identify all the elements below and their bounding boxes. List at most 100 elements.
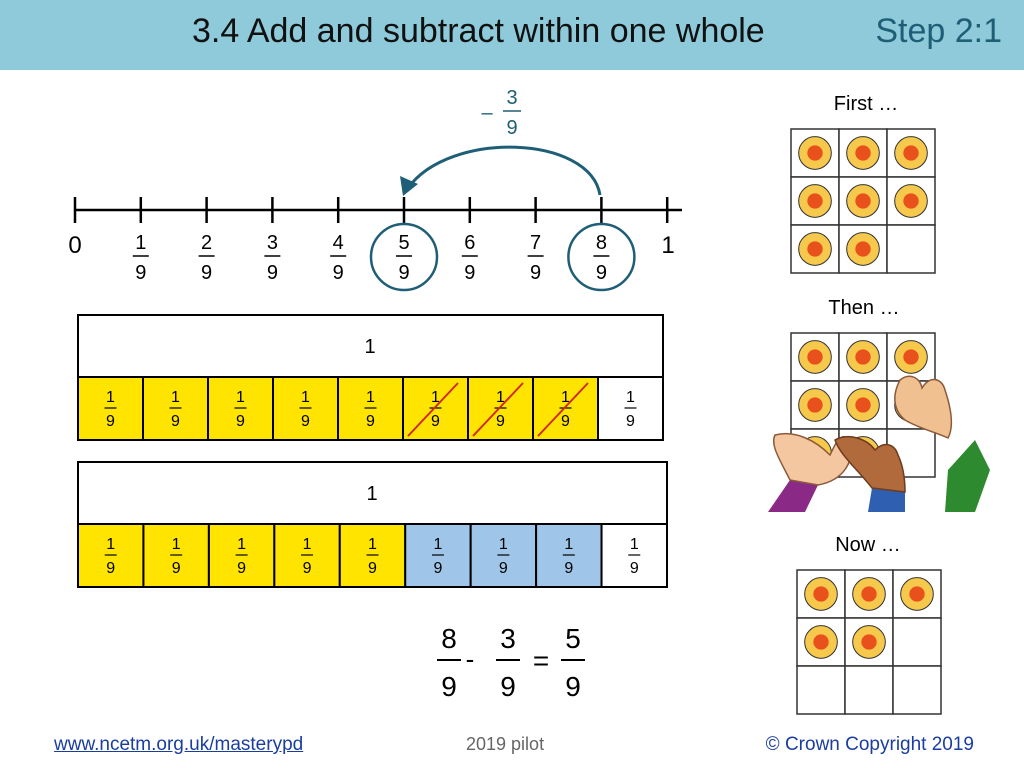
grid-cell: [886, 224, 936, 274]
hands-illustration: [768, 375, 990, 512]
jump-arrow: [406, 145, 602, 196]
part-numerator: 1: [106, 536, 115, 553]
arrow-head-icon: [400, 176, 418, 196]
tick-numerator: 7: [530, 232, 541, 254]
counter-center: [807, 241, 823, 257]
grid-cell: [796, 665, 846, 715]
tick-numerator: 6: [464, 232, 475, 254]
part-denominator: 9: [236, 413, 245, 430]
footer-link[interactable]: www.ncetm.org.uk/masterypd: [54, 734, 304, 755]
tick-denominator: 9: [201, 262, 212, 284]
jump-denominator: 9: [506, 117, 517, 139]
part-numerator: 1: [626, 389, 635, 406]
footer-pilot: 2019 pilot: [466, 734, 545, 754]
part-denominator: 9: [106, 413, 115, 430]
highlight-circle: [369, 222, 439, 292]
counter-center: [855, 145, 871, 161]
counter-center: [861, 634, 877, 650]
part-numerator: 1: [172, 536, 181, 553]
jump-sign: –: [481, 102, 493, 124]
part-denominator: 9: [301, 413, 310, 430]
eq-a-numerator: 8: [441, 623, 457, 654]
part-numerator: 1: [561, 389, 570, 406]
counter-center: [855, 193, 871, 209]
bar1-whole-label: 1: [364, 336, 375, 358]
then-label: Then …: [828, 297, 899, 319]
counter-center: [813, 586, 829, 602]
tick-numerator: 2: [201, 232, 212, 254]
tick-denominator: 9: [135, 262, 146, 284]
purple-sleeve: [768, 480, 818, 512]
tick-denominator: 9: [530, 262, 541, 284]
part-numerator: 1: [564, 536, 573, 553]
eq-a-denominator: 9: [441, 671, 457, 702]
tick-numerator: 3: [267, 232, 278, 254]
eq-c-denominator: 9: [565, 671, 581, 702]
highlight-circles: [369, 222, 636, 292]
tick-numerator: 8: [596, 232, 607, 254]
part-denominator: 9: [368, 560, 377, 577]
eq-minus: -: [466, 644, 475, 674]
tick-numerator: 1: [135, 232, 146, 254]
eq-b-denominator: 9: [500, 671, 516, 702]
jump-numerator: 3: [506, 87, 517, 109]
part-numerator: 1: [236, 389, 245, 406]
bar1-whole: [77, 314, 664, 378]
equation: 8 9 - 3 9 = 5 9: [437, 623, 585, 702]
highlight-circle: [567, 222, 636, 292]
footer-copyright: © Crown Copyright 2019: [765, 734, 974, 755]
part-numerator: 1: [630, 536, 639, 553]
tick-numerator: 5: [398, 232, 409, 254]
part-denominator: 9: [630, 560, 639, 577]
counter-center: [903, 193, 919, 209]
now-label: Now …: [835, 534, 901, 556]
bar-part: [207, 523, 276, 588]
counter-center: [807, 145, 823, 161]
part-denominator: 9: [499, 560, 508, 577]
eq-equals: =: [533, 645, 549, 676]
tick-denominator: 9: [267, 262, 278, 284]
bar2-whole: [77, 461, 668, 525]
counter-center: [855, 397, 871, 413]
one-label: 1: [661, 232, 674, 259]
counter-center: [861, 586, 877, 602]
part-numerator: 1: [499, 536, 508, 553]
part-denominator: 9: [626, 413, 635, 430]
part-numerator: 1: [366, 389, 375, 406]
part-numerator: 1: [237, 536, 246, 553]
tick-denominator: 9: [398, 262, 409, 284]
ten-frame-first: [790, 128, 936, 274]
grid-cell: [892, 617, 942, 667]
part-denominator: 9: [431, 413, 440, 430]
left-hand: [773, 433, 852, 486]
counter-center: [909, 586, 925, 602]
part-denominator: 9: [303, 560, 312, 577]
part-numerator: 1: [368, 536, 377, 553]
bar-part: [404, 523, 472, 588]
blue-sleeve: [868, 488, 905, 512]
part-denominator: 9: [433, 560, 442, 577]
right-hand: [894, 375, 953, 439]
zero-label: 0: [68, 232, 81, 259]
cross-out-line: [407, 382, 459, 437]
first-label: First …: [834, 93, 898, 115]
grid-cell: [892, 665, 942, 715]
counter-center: [855, 349, 871, 365]
counter-center: [807, 397, 823, 413]
counter-center: [807, 349, 823, 365]
part-numerator: 1: [106, 389, 115, 406]
part-denominator: 9: [564, 560, 573, 577]
number-line-ticks: [73, 197, 669, 223]
part-denominator: 9: [106, 560, 115, 577]
tick-denominator: 9: [464, 262, 475, 284]
step-label: Step 2:1: [875, 12, 1002, 50]
part-denominator: 9: [172, 560, 181, 577]
counter-center: [855, 241, 871, 257]
green-sleeve: [945, 440, 990, 512]
